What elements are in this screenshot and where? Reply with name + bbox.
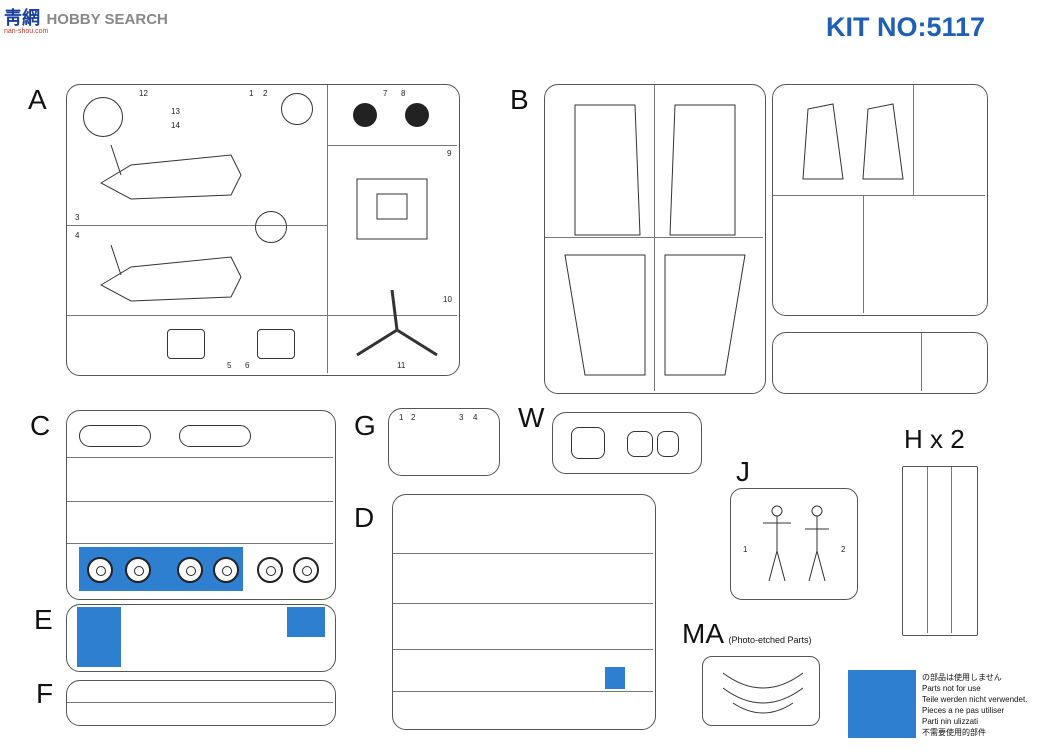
sprue-e-letter: E xyxy=(34,604,53,635)
unused-d-27 xyxy=(605,667,625,689)
sprue-ma-title: MA (Photo-etched Parts) xyxy=(682,618,812,650)
sprue-b-letter: B xyxy=(510,84,529,115)
sprue-b-small xyxy=(772,332,988,394)
wing-panels xyxy=(564,104,746,376)
sprue-h-letter: H x 2 xyxy=(904,424,965,454)
sprue-ma-letter: MA xyxy=(682,618,724,649)
sprue-c-letter: C xyxy=(30,410,51,441)
sprue-d-letter: D xyxy=(354,502,375,533)
sprue-a: 12 1 2 7 8 13 14 3 4 9 10 5 6 11 xyxy=(66,84,460,376)
watermark-cn: 靑網 xyxy=(4,8,40,28)
watermark-brand: HOBBY SEARCH xyxy=(46,11,168,28)
part-a-3: 3 xyxy=(75,213,80,222)
sprue-b-tail xyxy=(772,84,988,316)
sprue-a-letter: A xyxy=(28,84,47,115)
part-a-4: 4 xyxy=(75,231,80,240)
watermark: 靑網 HOBBY SEARCH nan-shou.com xyxy=(4,4,168,35)
unused-e-1 xyxy=(77,607,121,667)
sprue-w xyxy=(552,412,702,474)
cockpit-floor xyxy=(356,178,428,240)
photo-etched-parts xyxy=(722,672,804,714)
propeller xyxy=(356,289,438,357)
sprue-f-letter: F xyxy=(36,678,54,709)
sprue-d xyxy=(392,494,656,730)
sprue-c xyxy=(66,410,336,600)
tail-fins xyxy=(802,103,904,180)
sprue-g: 1 2 3 4 xyxy=(388,408,500,476)
part-a-6: 6 xyxy=(245,361,250,370)
unused-parts-legend: の部品は使用しません Parts not for use Teile werde… xyxy=(922,673,1028,737)
unused-parts-swatch xyxy=(848,670,916,738)
figures xyxy=(763,505,829,582)
sprue-j-letter: J xyxy=(736,456,750,487)
part-a-7: 7 xyxy=(383,89,388,98)
sprue-h xyxy=(902,466,978,636)
unused-e-6-7 xyxy=(287,607,325,637)
sprue-e xyxy=(66,604,336,672)
part-a-10: 10 xyxy=(443,295,452,304)
part-a-9: 9 xyxy=(447,149,452,158)
part-a-13: 13 xyxy=(171,107,180,116)
part-a-8: 8 xyxy=(401,89,406,98)
part-a-5: 5 xyxy=(227,361,232,370)
sprue-b xyxy=(544,84,766,394)
part-a-11: 11 xyxy=(397,361,406,370)
sprue-ma xyxy=(702,656,820,726)
sprue-g-letter: G xyxy=(354,410,376,441)
kit-number: KIT NO:5117 xyxy=(826,12,986,42)
part-a-1: 1 xyxy=(249,89,254,98)
part-a-2: 2 xyxy=(263,89,268,98)
sprue-f xyxy=(66,680,336,726)
watermark-url: nan-shou.com xyxy=(4,28,49,35)
sprue-w-letter: W xyxy=(518,402,545,433)
part-a-14: 14 xyxy=(171,121,180,130)
sprue-j: 1 2 xyxy=(730,488,858,600)
fuselage-halves xyxy=(99,144,242,302)
part-a-12: 12 xyxy=(139,89,148,98)
sprue-ma-caption: (Photo-etched Parts) xyxy=(728,635,812,645)
